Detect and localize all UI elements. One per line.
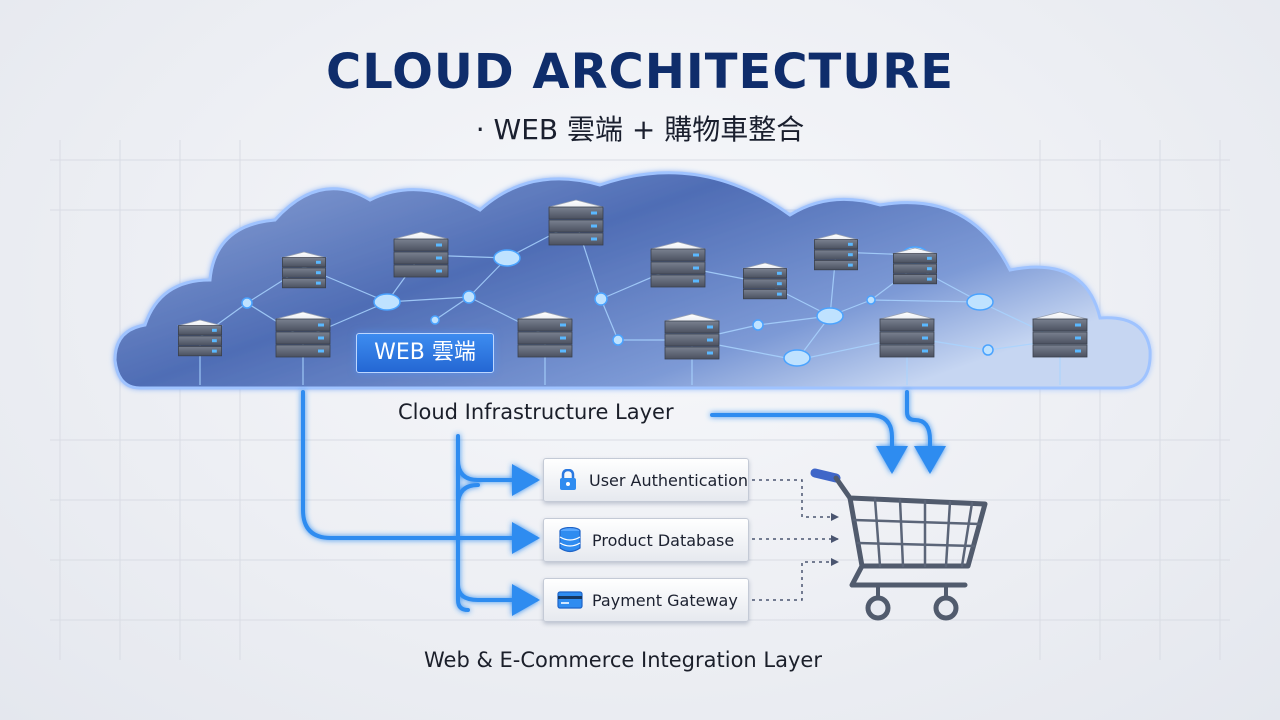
credit-card-icon <box>556 586 584 614</box>
server-stack-icon <box>741 262 789 300</box>
service-user-authentication[interactable]: User Authentication <box>543 458 749 502</box>
node-hub <box>493 249 521 267</box>
server-stack-icon <box>1031 311 1089 358</box>
node-dot <box>612 334 624 346</box>
flow-line-left <box>301 390 540 554</box>
server-stack-icon <box>176 319 224 357</box>
server-stack-icon <box>663 313 721 360</box>
server-stack-icon <box>547 199 605 246</box>
dotted-connector-pay <box>752 558 839 601</box>
shopping-cart-icon <box>810 468 988 621</box>
lock-icon <box>556 466 581 494</box>
flow-lines <box>301 390 946 616</box>
cloud-layer-label: Cloud Infrastructure Layer <box>398 400 674 424</box>
node-dot <box>462 290 476 304</box>
server-stack-icon <box>891 247 939 285</box>
flow-line-center-db <box>456 483 480 507</box>
server-stack-icon <box>812 233 860 271</box>
integration-layer-label: Web & E-Commerce Integration Layer <box>424 648 822 672</box>
service-label: Product Database <box>592 530 735 550</box>
node-dot <box>866 295 876 305</box>
node-hub <box>966 293 994 311</box>
server-stack-icon <box>878 311 936 358</box>
node-dot <box>594 292 608 306</box>
node-dot <box>430 315 440 325</box>
flow-line-center <box>456 434 470 612</box>
node-dot <box>982 344 994 356</box>
node-hub <box>816 307 844 325</box>
server-stack-icon <box>649 241 707 288</box>
node-dot <box>752 319 764 331</box>
flow-line-right-b <box>905 390 946 474</box>
server-stack-icon <box>516 311 574 358</box>
service-payment-gateway[interactable]: Payment Gateway <box>543 578 749 622</box>
server-stack-icon <box>274 311 332 358</box>
node-dot <box>241 297 253 309</box>
database-icon <box>556 526 584 554</box>
node-hub <box>783 349 811 367</box>
server-group <box>176 199 1089 360</box>
server-stack-icon <box>392 231 450 278</box>
service-label: User Authentication <box>588 470 748 490</box>
service-label: Payment Gateway <box>592 590 738 610</box>
node-hub <box>373 293 401 311</box>
web-cloud-badge: WEB 雲端 <box>356 333 494 373</box>
flow-line-center-pay <box>456 583 540 616</box>
page-title: CLOUD ARCHITECTURE <box>325 44 955 100</box>
cloud-shape <box>113 171 1152 390</box>
server-stack-icon <box>280 251 328 289</box>
dotted-connectors <box>752 479 839 601</box>
page-subtitle: · WEB 雲端 + 購物車整合 <box>475 113 805 146</box>
dotted-connector-auth <box>752 479 839 521</box>
service-product-database[interactable]: Product Database <box>543 518 749 562</box>
flow-line-center-auth <box>456 458 540 496</box>
flow-line-right-a <box>710 413 908 474</box>
